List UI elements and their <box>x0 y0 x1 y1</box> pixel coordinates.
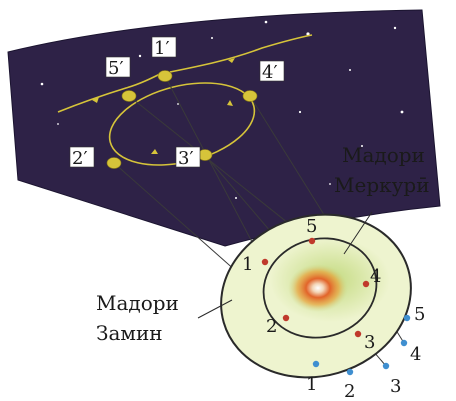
projected-label-4: 4′ <box>259 60 285 83</box>
mercury-position-label-2: 2 <box>266 316 277 337</box>
mercury-position-marker-1 <box>261 258 269 266</box>
earth-position-label-1: 1 <box>306 374 317 395</box>
projected-label-3: 3′ <box>175 146 201 169</box>
projected-label-5: 5′ <box>105 56 131 79</box>
earth-orbit-leader <box>197 299 233 319</box>
path-direction-arrows <box>92 58 235 154</box>
earth-position-label-4: 4 <box>410 344 421 365</box>
earth-position-marker-1 <box>312 360 320 368</box>
mercury-orbit <box>262 237 378 339</box>
mercury-orbit-leader <box>343 211 373 255</box>
apparent-path <box>57 34 313 166</box>
projected-label-box-1 <box>151 36 177 58</box>
earth-position-marker-5 <box>403 314 411 322</box>
projected-position-dots <box>106 70 258 169</box>
mercury-position-marker-5 <box>308 237 316 245</box>
earth-position-marker-2 <box>346 368 354 376</box>
earth-orbit-caption-line1: Мадори <box>96 291 179 315</box>
mercury-position-label-1: 1 <box>242 254 253 275</box>
earth-position-label-2: 2 <box>344 381 355 401</box>
celestial-sky-band <box>7 9 441 247</box>
mercury-position-marker-4 <box>362 280 370 288</box>
mercury-position-label-4: 4 <box>370 266 381 287</box>
mercury-orbit-caption-line1: Мадори <box>342 143 425 167</box>
projected-label-1: 1′ <box>151 36 177 59</box>
earth-position-marker-3 <box>382 362 390 370</box>
projected-label-text-2: 2′ <box>72 148 88 169</box>
earth-position-marker-4 <box>400 339 408 347</box>
projected-position-dot-5 <box>121 90 137 102</box>
earth-orbit-caption-line2: Замин <box>96 321 163 345</box>
projected-label-text-4: 4′ <box>262 62 278 83</box>
stars <box>40 20 416 212</box>
mercury-position-marker-2 <box>282 314 290 322</box>
projected-label-text-5: 5′ <box>108 58 124 79</box>
projected-label-2: 2′ <box>69 146 95 169</box>
projected-label-box-5 <box>105 56 131 78</box>
mercury-orbit-caption-line2: Меркурӣ <box>334 173 430 197</box>
earth-position-label-5: 5 <box>414 304 425 325</box>
projected-position-dot-1 <box>157 70 173 82</box>
sun <box>288 264 348 312</box>
mercury-position-marker-3 <box>354 330 362 338</box>
projected-label-box-2 <box>69 146 95 168</box>
projected-label-text-1: 1′ <box>154 38 170 59</box>
projected-position-dot-4 <box>242 90 258 102</box>
projected-position-dot-2 <box>106 157 122 169</box>
projected-label-box-4 <box>259 60 285 82</box>
mercury-position-label-5: 5 <box>306 216 317 237</box>
orbit-markers <box>261 237 411 376</box>
projected-label-box-3 <box>175 146 201 168</box>
mercury-position-label-3: 3 <box>364 332 375 353</box>
projected-label-text-3: 3′ <box>178 148 194 169</box>
earth-position-label-3: 3 <box>390 376 401 397</box>
